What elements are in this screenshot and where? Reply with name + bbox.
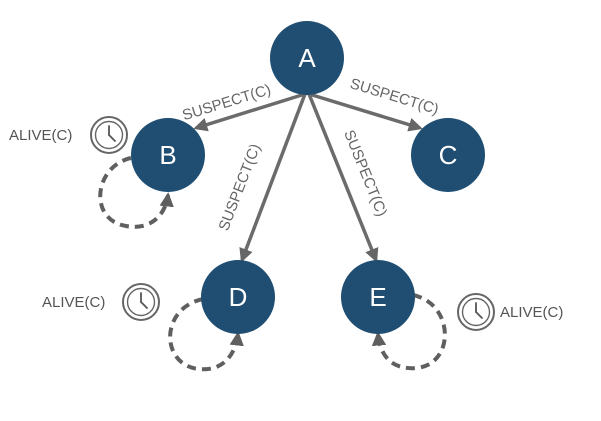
- edge-a-to-d: [239, 93, 307, 263]
- edge-a-to-e: [307, 93, 379, 263]
- status-label-e: ALIVE(C): [500, 304, 563, 321]
- node-b[interactable]: B: [131, 118, 205, 192]
- edge-a-to-c: [308, 92, 423, 132]
- status-label-d: ALIVE(C): [42, 294, 105, 311]
- edge-label-a-to-e: SUSPECT(C): [340, 128, 390, 219]
- clock-icon: [122, 283, 160, 321]
- node-d[interactable]: D: [201, 260, 275, 334]
- node-e-label: E: [369, 282, 386, 312]
- edge-a-to-b: [193, 92, 306, 132]
- node-c[interactable]: C: [411, 118, 485, 192]
- self-loop-d: [168, 297, 244, 372]
- self-loop-b: [98, 156, 174, 229]
- node-b-label: B: [159, 140, 176, 170]
- status-label-b: ALIVE(C): [9, 127, 72, 144]
- node-e[interactable]: E: [341, 260, 415, 334]
- node-c-label: C: [439, 140, 458, 170]
- node-d-label: D: [229, 282, 248, 312]
- node-a[interactable]: A: [270, 21, 344, 95]
- self-loop-e: [371, 293, 447, 371]
- node-a-label: A: [298, 43, 316, 73]
- clock-icon: [90, 116, 128, 154]
- clock-icon: [457, 293, 495, 331]
